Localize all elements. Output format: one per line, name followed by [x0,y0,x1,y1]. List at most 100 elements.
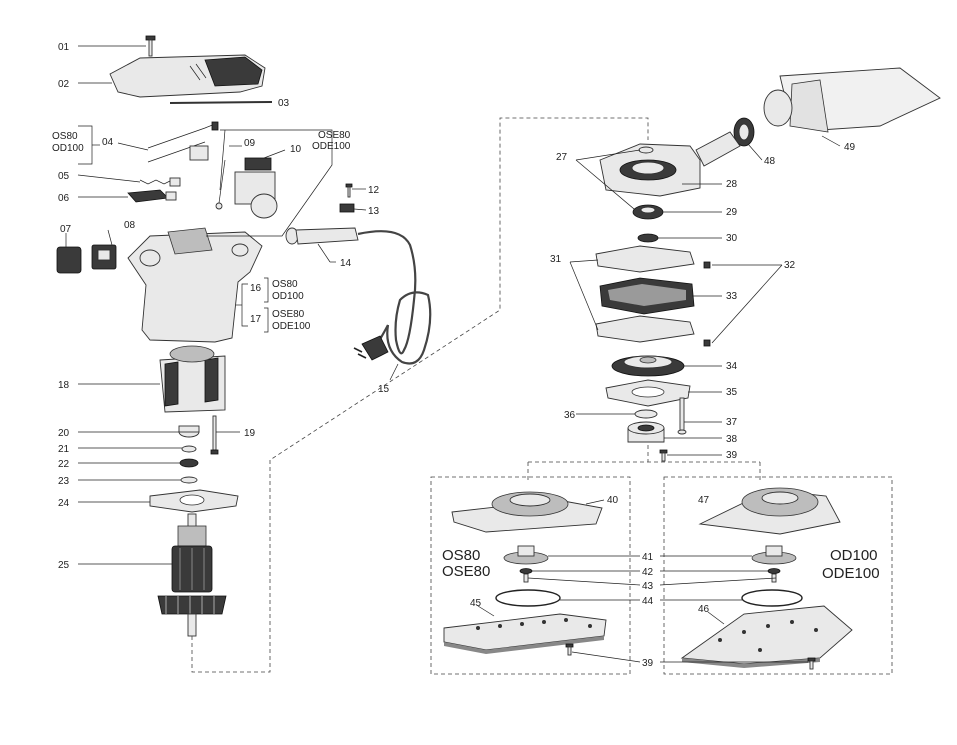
part-bearing-29 [632,204,664,220]
callout-31: 31 [550,254,562,265]
callout-22: 22 [58,459,70,470]
part-brush-holder-04 [147,121,219,163]
pad-group-left-line1: OS80 [442,547,480,564]
part-pin-37 [677,397,687,435]
callout-09: 09 [244,138,256,149]
part-plate-35 [605,379,691,407]
callout-03: 03 [278,98,290,109]
callout-10: 10 [290,144,302,155]
part-sanding-pad-45 [443,613,607,654]
callout-08: 08 [124,220,136,231]
part-screw-39 [659,449,668,462]
callout-43: 43 [642,581,654,592]
callout-20: 20 [58,428,70,439]
callout-27: 27 [556,152,568,163]
part-rod-03 [169,101,273,104]
part-screw-19 [210,415,219,455]
pad-split-connector [527,445,761,480]
callout-12: 12 [368,185,380,196]
model-label-os80-brush: OS80 [52,131,78,142]
part-washer-36 [634,409,658,419]
pad-box-rectangular [430,476,631,675]
pad-group-right-line2: ODE100 [822,565,880,582]
callout-28: 28 [726,179,738,190]
callout-02: 02 [58,79,70,90]
callout-30: 30 [726,233,738,244]
callout-34: 34 [726,361,738,372]
callout-47: 47 [698,495,710,506]
callout-19: 19 [244,428,256,439]
callout-24: 24 [58,498,70,509]
part-adapter-48 [733,117,755,147]
part-power-cord-15 [353,230,432,365]
callout-44: 44 [642,596,654,607]
callout-45: 45 [470,598,482,609]
pad-group-right-line1: OD100 [830,547,878,564]
part-washer-21 [181,445,197,453]
part-cable-sleeve-14 [285,227,359,245]
part-fan-34 [611,355,685,377]
part-switch-cap-07 [56,246,82,274]
part-capacitor-10 [234,157,278,219]
part-ring-30 [637,233,659,243]
part-clamp-13 [339,203,355,213]
model-label-ode100-housing: ODE100 [272,321,311,332]
model-label-od100-brush: OD100 [52,143,84,154]
part-spring-05 [139,177,181,187]
part-sanding-pad-46 [680,605,853,668]
model-label-ode100-switch: ODE100 [312,141,351,152]
pad-box-delta [663,476,893,675]
callout-35: 35 [726,387,738,398]
part-hub-41 [503,545,797,565]
callout-01: 01 [58,42,70,53]
callout-21: 21 [58,444,70,455]
part-screw-12 [345,183,353,198]
part-screw-01 [145,35,156,57]
callout-40: 40 [607,495,619,506]
part-nut-22 [179,458,199,468]
part-bearing-20 [178,425,200,438]
part-motor-housing [127,227,263,343]
callout-15: 15 [378,384,390,395]
callout-33: 33 [726,291,738,302]
callout-25: 25 [58,560,70,571]
part-cable-tie-09 [215,202,223,210]
part-plate-24 [149,489,239,513]
pad-group-left-line2: OSE80 [442,563,490,580]
part-screw-32 [703,261,711,347]
model-label-os80-housing: OS80 [272,279,298,290]
part-switch-08 [91,244,117,270]
callout-05: 05 [58,171,70,182]
callout-46: 46 [698,604,710,615]
callout-07: 07 [60,224,72,235]
part-armature-25 [157,513,227,637]
part-oring-44 [495,589,803,607]
assembly-connector-dashed [191,117,649,673]
callout-23: 23 [58,476,70,487]
part-dust-housing-28 [599,131,741,197]
part-bearing-38 [627,421,665,443]
part-base-plate-40 [451,491,603,533]
part-screw-39-bottom [565,643,816,670]
callout-39-top: 39 [726,450,738,461]
part-base-plate-47 [698,487,841,535]
model-label-od100-housing: OD100 [272,291,304,302]
part-top-cover-02 [109,54,266,98]
callout-18: 18 [58,380,70,391]
model-label-ose80-housing: OSE80 [272,309,305,320]
callout-17: 17 [250,314,262,325]
callout-42: 42 [642,567,654,578]
part-stator-18 [159,345,226,413]
part-washer-23 [180,476,198,484]
part-band-31 [595,245,695,343]
callout-41: 41 [642,552,654,563]
callout-48: 48 [764,156,776,167]
callout-49: 49 [844,142,856,153]
part-washer-42 [519,568,781,574]
callout-32: 32 [784,260,796,271]
model-label-ose80-switch: OSE80 [318,130,351,141]
callout-38: 38 [726,434,738,445]
callout-14: 14 [340,258,352,269]
callout-39-bottom: 39 [642,658,654,669]
